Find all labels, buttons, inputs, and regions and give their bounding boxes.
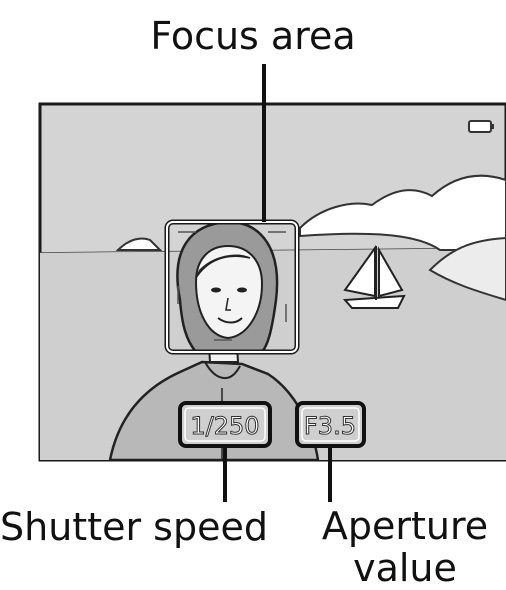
- aperture-label-line1: Aperture: [315, 505, 495, 547]
- shutter-speed-label: Shutter speed: [0, 505, 268, 549]
- shutter-readout: 1/250: [180, 403, 270, 446]
- aperture-label-line2: value: [315, 547, 495, 589]
- aperture-readout-text: F3.5: [304, 412, 356, 440]
- battery-indicator-icon: [469, 121, 494, 132]
- aperture-readout: F3.5: [297, 403, 364, 446]
- shutter-readout-text: 1/250: [190, 412, 259, 440]
- focus-area-label: Focus area: [0, 14, 506, 58]
- aperture-value-label: Aperture value: [315, 505, 495, 589]
